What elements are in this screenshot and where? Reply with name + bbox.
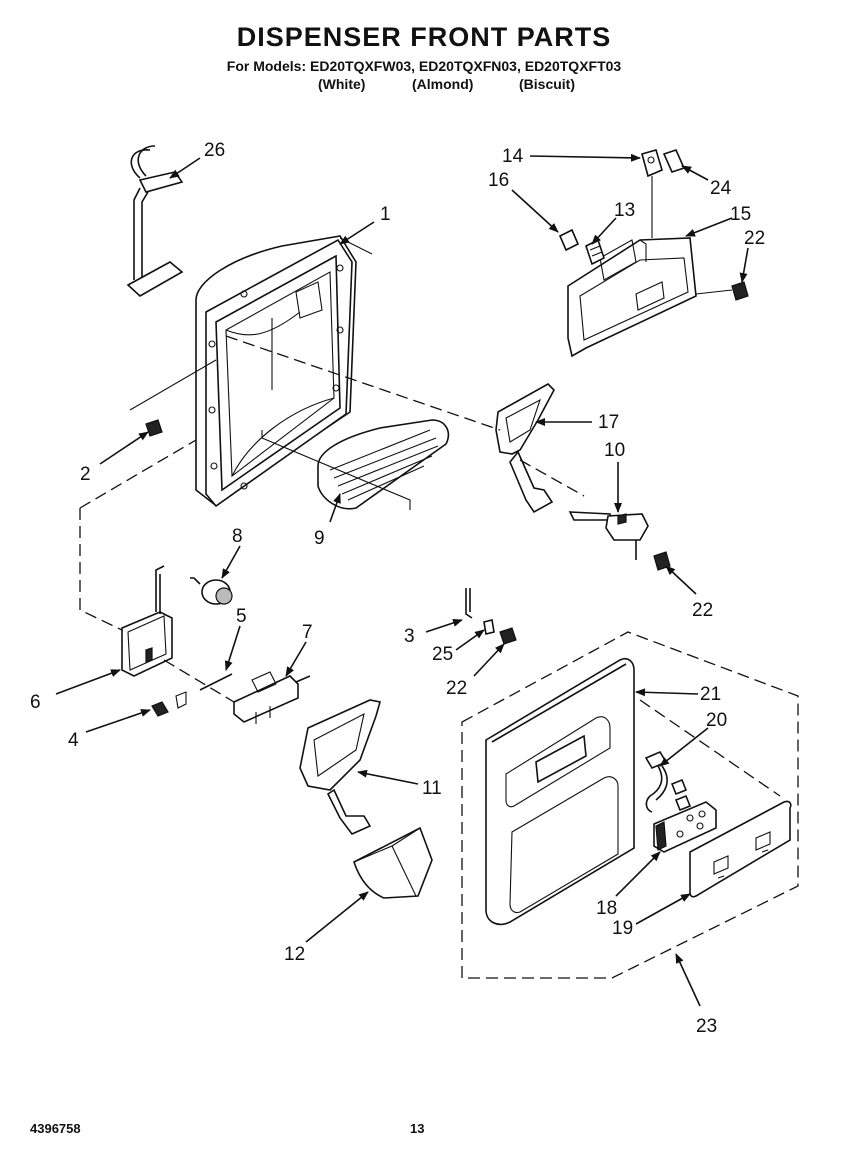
callout-25: 25 xyxy=(432,644,453,665)
part-22-screw-upper xyxy=(695,281,749,301)
part-1-housing xyxy=(195,235,357,508)
callout-arrows xyxy=(55,153,749,1007)
part-6-module xyxy=(121,565,173,677)
assembly-line-left xyxy=(79,508,123,631)
callout-21: 21 xyxy=(700,684,721,705)
callout-3: 3 xyxy=(404,626,415,647)
callout-5: 5 xyxy=(236,606,247,627)
part-13-spring xyxy=(585,238,605,266)
callout-20: 20 xyxy=(706,710,727,731)
callout-19: 19 xyxy=(612,918,633,939)
callout-18: 18 xyxy=(596,898,617,919)
part-20-harness xyxy=(644,750,692,813)
part-15-bracket xyxy=(567,237,697,358)
part-2-screw xyxy=(129,359,217,437)
callout-12: 12 xyxy=(284,944,305,965)
part-22-screw-lower xyxy=(499,627,517,645)
part-26-wire-harness xyxy=(126,145,184,297)
callout-11: 11 xyxy=(422,778,442,799)
callout-17: 17 xyxy=(598,412,619,433)
part-21-front-panel xyxy=(485,657,635,926)
part-17-paddle xyxy=(495,383,555,514)
doc-number: 4396758 xyxy=(30,1121,81,1136)
color-biscuit: (Biscuit) xyxy=(519,76,575,92)
callout-23: 23 xyxy=(696,1016,717,1037)
part-11-lever xyxy=(299,699,382,835)
part-24-plate xyxy=(662,149,686,173)
part-23-assembly-outline xyxy=(461,631,799,979)
part-9-grille xyxy=(261,419,450,510)
callout-9: 9 xyxy=(314,528,325,549)
callout-8: 8 xyxy=(232,526,243,547)
callout-14: 14 xyxy=(502,146,524,167)
part-18-control-board xyxy=(653,801,717,853)
page-number: 13 xyxy=(410,1121,425,1136)
callout-7: 7 xyxy=(302,622,313,643)
callout-13: 13 xyxy=(614,200,635,221)
callout-6: 6 xyxy=(30,692,41,713)
part-12-cup xyxy=(353,826,433,899)
page-title: DISPENSER FRONT PARTS xyxy=(236,22,612,52)
callout-22-mid: 22 xyxy=(692,600,713,621)
color-almond: (Almond) xyxy=(412,76,474,92)
callout-16: 16 xyxy=(488,170,509,191)
callout-22-lower: 22 xyxy=(446,678,467,699)
callout-26: 26 xyxy=(204,140,225,161)
callout-22-upper: 22 xyxy=(744,228,765,249)
part-4-clip xyxy=(151,691,187,717)
part-10-switch xyxy=(568,511,649,560)
color-white: (White) xyxy=(318,76,366,92)
callout-4: 4 xyxy=(68,730,79,751)
model-list: For Models: ED20TQXFW03, ED20TQXFN03, ED… xyxy=(226,58,622,74)
callout-1: 1 xyxy=(380,204,391,225)
callout-10: 10 xyxy=(604,440,625,461)
part-16-actuator xyxy=(558,228,580,252)
part-14-clip xyxy=(641,149,663,238)
part-3-bracket xyxy=(465,588,473,619)
callout-2: 2 xyxy=(80,464,91,485)
callout-24: 24 xyxy=(710,178,732,199)
part-25-plate xyxy=(483,619,495,635)
part-8-solenoid xyxy=(190,577,233,605)
part-7-hinge xyxy=(233,671,311,724)
callout-15: 15 xyxy=(730,204,751,225)
part-5-pin xyxy=(199,673,233,691)
